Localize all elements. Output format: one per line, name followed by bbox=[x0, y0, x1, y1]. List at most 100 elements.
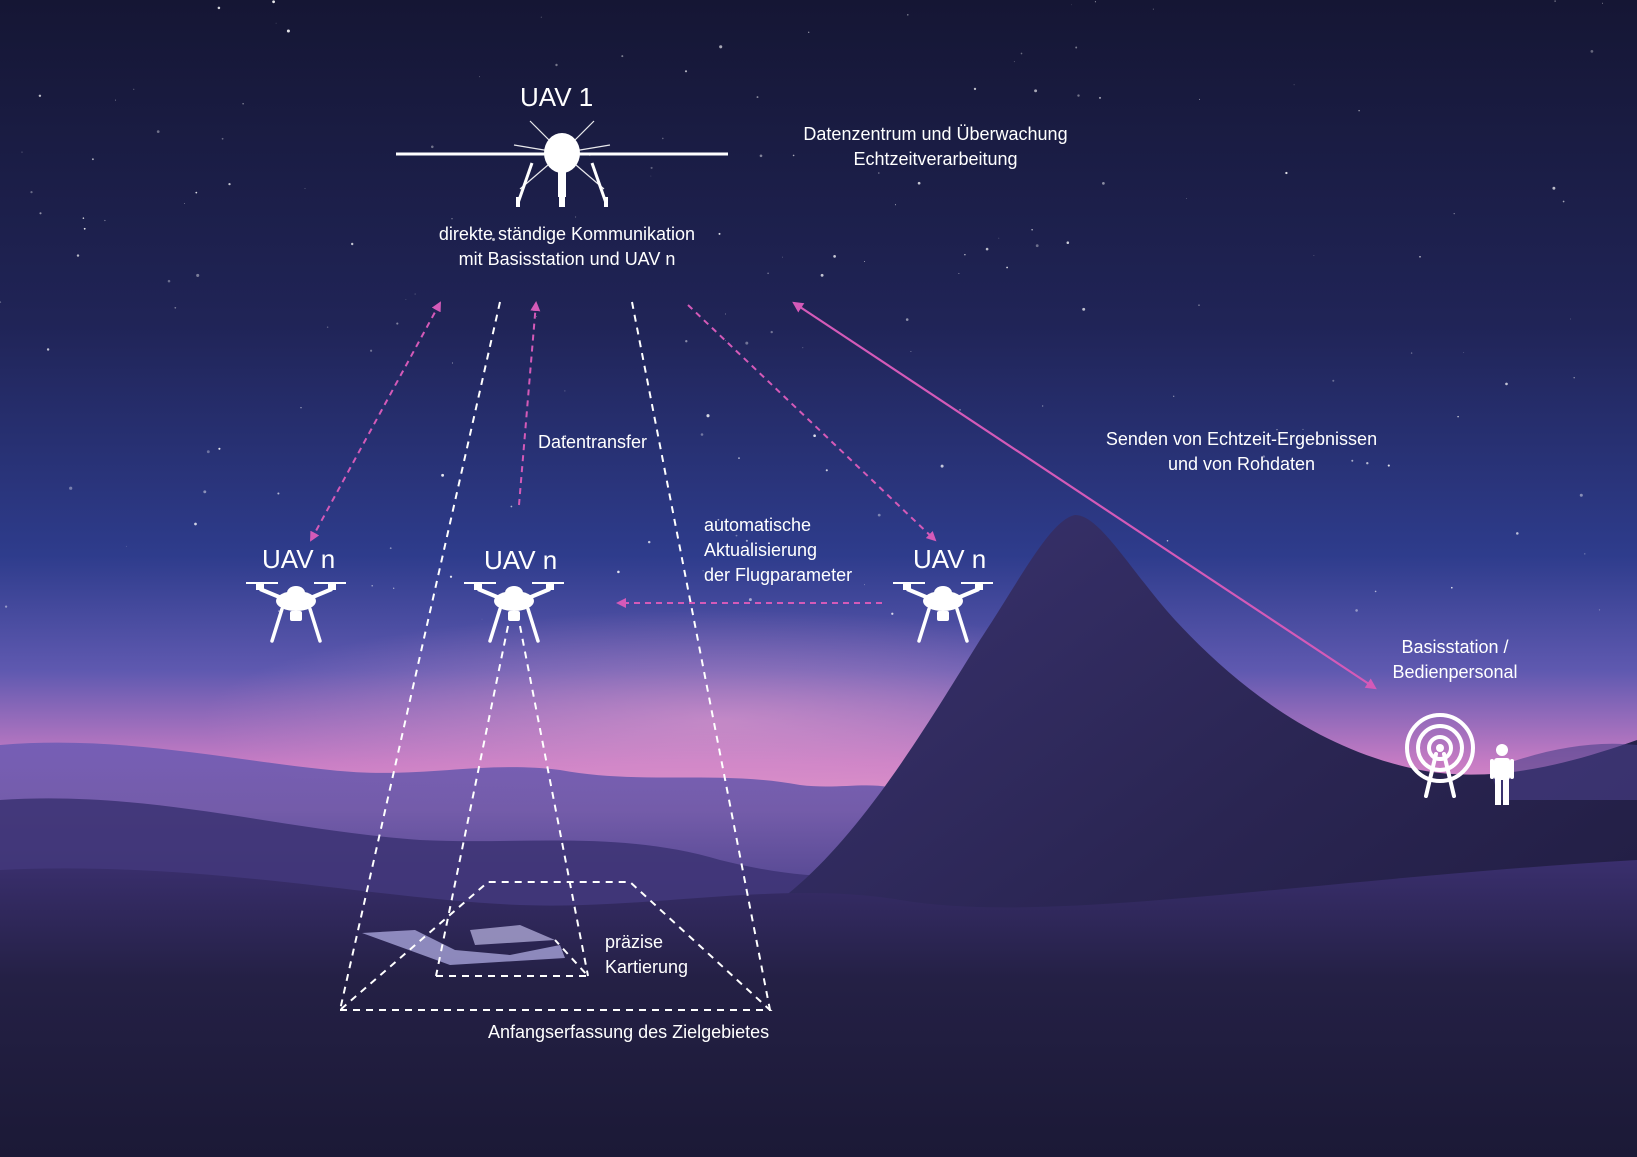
star bbox=[167, 279, 171, 283]
star bbox=[4, 605, 8, 608]
star bbox=[1198, 304, 1200, 306]
uav-right-label: UAV n bbox=[913, 544, 987, 574]
star bbox=[242, 103, 244, 105]
star bbox=[782, 256, 783, 258]
star bbox=[304, 188, 306, 189]
datacenter-line-1: Datenzentrum und Überwachung bbox=[803, 124, 1068, 144]
star bbox=[196, 273, 200, 277]
star bbox=[1173, 395, 1175, 397]
star bbox=[76, 254, 80, 257]
star bbox=[756, 96, 759, 99]
star bbox=[1035, 244, 1039, 248]
results-label: Senden von Echtzeit-Ergebnissen und von … bbox=[1104, 427, 1379, 477]
star bbox=[1332, 379, 1335, 382]
star bbox=[436, 592, 437, 594]
star bbox=[770, 330, 773, 334]
star bbox=[133, 88, 135, 90]
star bbox=[958, 273, 960, 274]
star bbox=[1042, 405, 1044, 407]
star bbox=[1293, 84, 1295, 86]
star bbox=[510, 505, 513, 508]
star bbox=[940, 464, 944, 468]
fixed-wing-uav-icon bbox=[396, 120, 728, 207]
star bbox=[389, 547, 392, 550]
star bbox=[820, 273, 824, 277]
communication-line-1: direkte ständige Kommunikation bbox=[438, 224, 696, 244]
star bbox=[650, 175, 652, 177]
star bbox=[1098, 96, 1102, 99]
star bbox=[1094, 1, 1096, 3]
star bbox=[221, 137, 224, 140]
star bbox=[203, 490, 207, 494]
star bbox=[878, 172, 880, 174]
star bbox=[684, 70, 688, 73]
base-station-line-2: Bedienpersonal bbox=[1392, 662, 1518, 682]
star bbox=[1419, 255, 1421, 258]
star bbox=[195, 191, 198, 194]
star bbox=[738, 457, 740, 459]
star bbox=[959, 408, 961, 411]
star bbox=[617, 570, 620, 574]
star bbox=[370, 349, 373, 352]
star bbox=[1463, 351, 1465, 353]
star bbox=[1410, 352, 1413, 354]
star bbox=[414, 293, 416, 295]
datacenter-label: Datenzentrum und Überwachung Echtzeitver… bbox=[798, 122, 1073, 172]
star bbox=[21, 151, 23, 153]
star bbox=[536, 316, 538, 317]
star bbox=[802, 347, 804, 349]
star bbox=[184, 202, 185, 204]
star bbox=[1013, 61, 1015, 63]
star bbox=[748, 598, 752, 602]
mapping-label: präzise Kartierung bbox=[605, 930, 688, 980]
star bbox=[813, 434, 816, 438]
base-station-label: Basisstation / Bedienpersonal bbox=[1380, 635, 1530, 685]
star bbox=[351, 242, 354, 246]
star bbox=[286, 29, 290, 33]
base-station-line-1: Basisstation / bbox=[1401, 637, 1509, 657]
star bbox=[405, 299, 407, 300]
radio-tower-icon bbox=[1405, 713, 1475, 798]
star bbox=[905, 318, 909, 321]
star bbox=[277, 492, 280, 495]
star bbox=[104, 219, 106, 222]
star bbox=[1285, 171, 1288, 175]
datatransfer-label: Datentransfer bbox=[538, 432, 648, 452]
star bbox=[706, 414, 710, 418]
star bbox=[1516, 532, 1519, 535]
star bbox=[725, 340, 726, 342]
star bbox=[431, 145, 434, 149]
star bbox=[114, 99, 116, 101]
star bbox=[719, 45, 723, 49]
star bbox=[481, 618, 483, 620]
star bbox=[371, 585, 373, 587]
uav-center-label: UAV n bbox=[484, 545, 558, 575]
communication-line-2: mit Basisstation und UAV n bbox=[458, 249, 676, 269]
star bbox=[125, 545, 127, 547]
star bbox=[194, 522, 197, 526]
star bbox=[808, 31, 810, 33]
star bbox=[396, 322, 399, 325]
results-line-1: Senden von Echtzeit-Ergebnissen bbox=[1105, 429, 1378, 449]
star bbox=[1457, 415, 1459, 418]
star bbox=[1070, 4, 1072, 6]
star bbox=[998, 237, 1000, 239]
star bbox=[825, 469, 828, 472]
star bbox=[833, 255, 836, 258]
star bbox=[1020, 52, 1023, 55]
star bbox=[217, 6, 221, 10]
star bbox=[1590, 50, 1594, 53]
star bbox=[451, 217, 453, 220]
star bbox=[275, 22, 277, 24]
star bbox=[1075, 46, 1078, 49]
star bbox=[767, 272, 769, 275]
star bbox=[498, 561, 502, 564]
star bbox=[745, 539, 748, 542]
star bbox=[1006, 266, 1008, 269]
star bbox=[441, 473, 445, 477]
star bbox=[272, 0, 275, 4]
star bbox=[1166, 539, 1169, 542]
star bbox=[39, 212, 42, 215]
person-icon bbox=[1490, 744, 1514, 805]
